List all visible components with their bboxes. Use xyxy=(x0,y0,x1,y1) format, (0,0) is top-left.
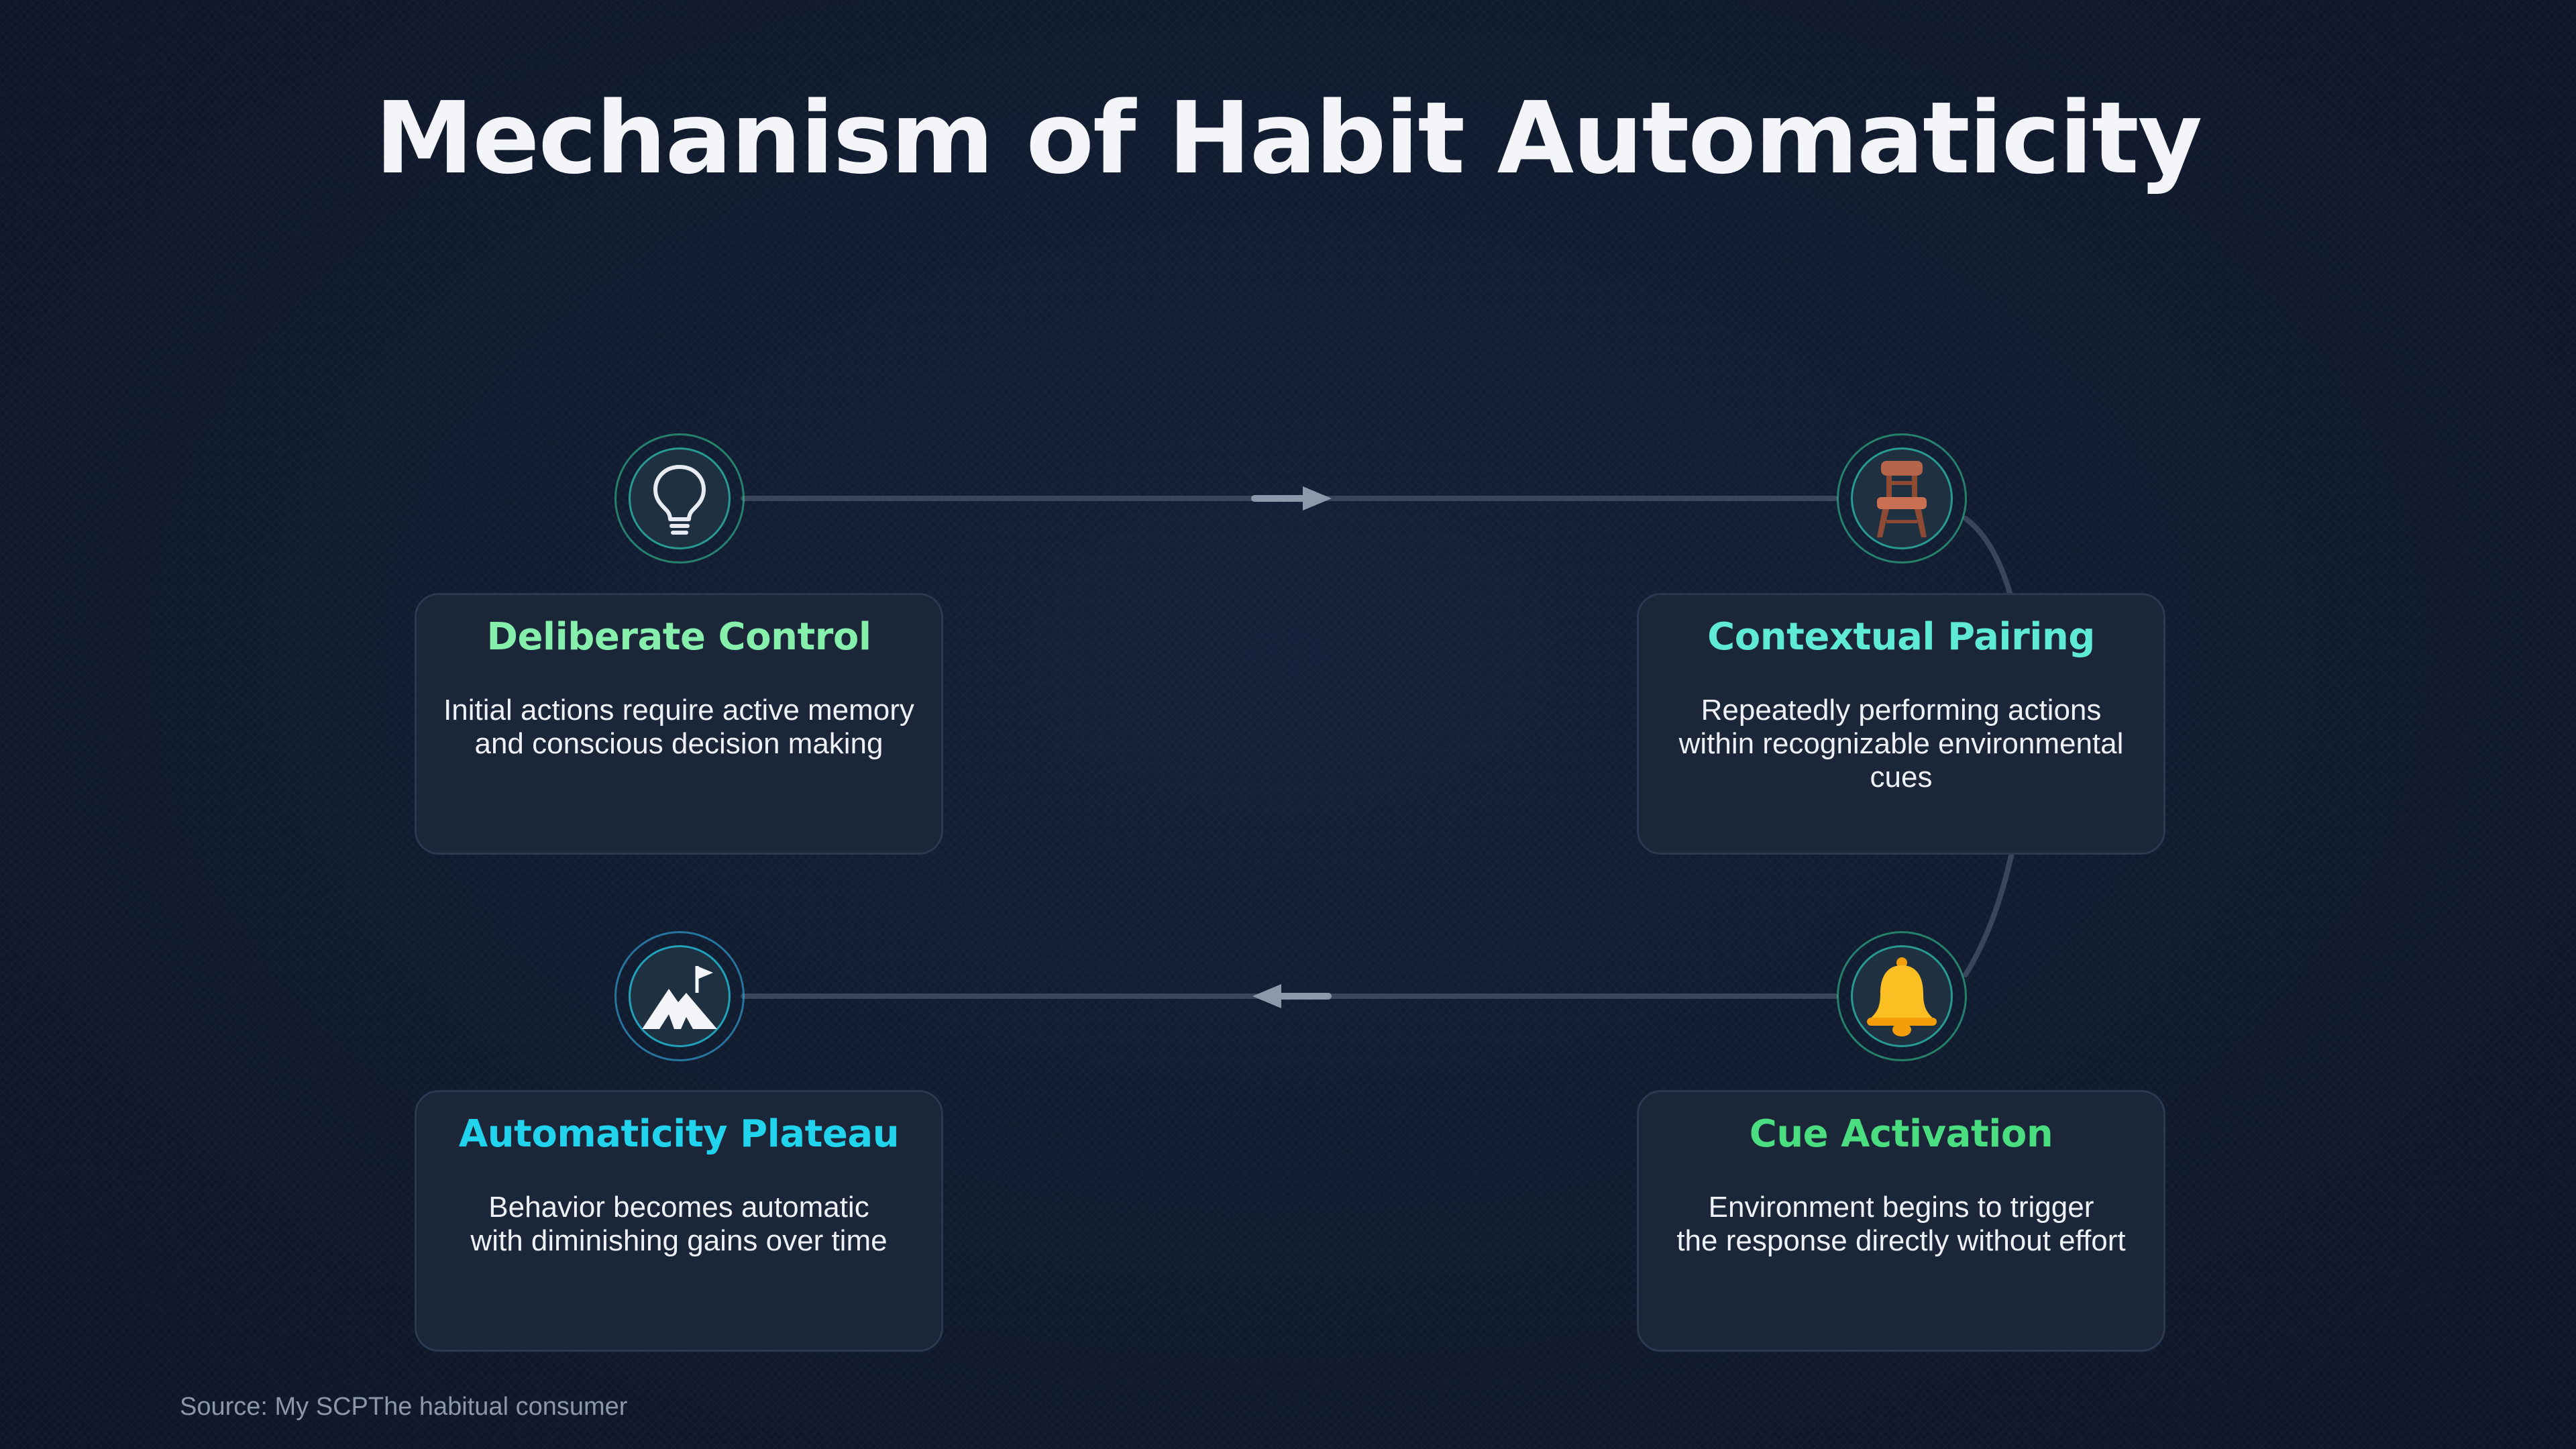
lightbulb-icon xyxy=(653,465,706,535)
step-description: Repeatedly performing actions within rec… xyxy=(1678,694,2124,794)
step-description: Behavior becomes automatic with diminish… xyxy=(470,1191,888,1257)
arrow-left-icon xyxy=(1252,984,1332,1008)
step-heading: Contextual Pairing xyxy=(1707,615,2095,659)
mountain-flag-icon xyxy=(642,966,717,1029)
step-heading: Automaticity Plateau xyxy=(458,1112,900,1156)
page-title: Mechanism of Habit Automaticity xyxy=(374,80,2202,196)
chair-icon xyxy=(1877,461,1927,537)
bell-icon xyxy=(1867,957,1937,1036)
arrow-right-icon xyxy=(1251,486,1332,511)
step-heading: Cue Activation xyxy=(1749,1112,2053,1156)
step-node-automaticity-plateau xyxy=(614,931,745,1061)
source-note: Source: My SCPThe habitual consumer xyxy=(180,1393,628,1421)
step-card-cue-activation: Cue Activation Environment begins to tri… xyxy=(1637,1090,2165,1352)
step-card-deliberate-control: Deliberate Control Initial actions requi… xyxy=(415,593,943,855)
step-heading: Deliberate Control xyxy=(486,615,871,659)
step-description: Initial actions require active memory an… xyxy=(443,694,914,760)
step-node-cue-activation xyxy=(1837,931,1967,1061)
step-card-contextual-pairing: Contextual Pairing Repeatedly performing… xyxy=(1637,593,2165,855)
step-node-contextual-pairing xyxy=(1837,433,1967,564)
step-node-deliberate-control xyxy=(614,433,745,564)
step-description: Environment begins to trigger the respon… xyxy=(1676,1191,2126,1257)
step-card-automaticity-plateau: Automaticity Plateau Behavior becomes au… xyxy=(415,1090,943,1352)
